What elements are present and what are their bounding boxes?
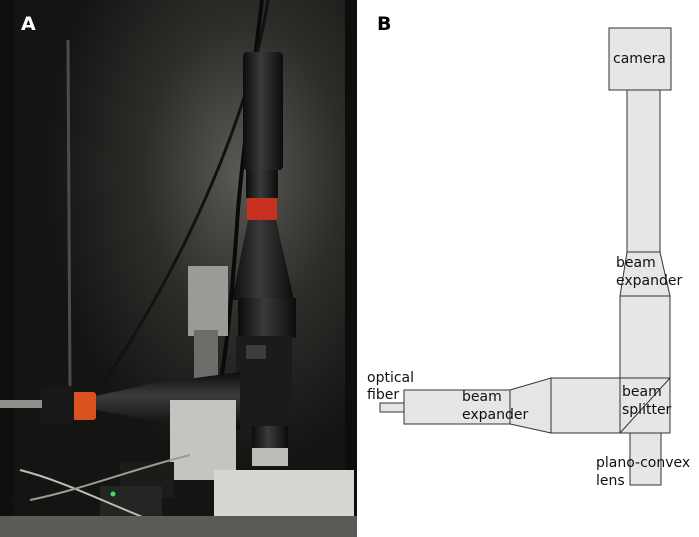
label-plano-convex-2: lens [596, 473, 625, 489]
camera-lens-ring [247, 198, 277, 220]
label-beam-splitter-1: beam [622, 384, 662, 400]
camera-tube-box [626, 89, 661, 253]
mount-post [194, 330, 218, 380]
panel-letter-a: A [21, 13, 36, 35]
label-beam-expander-left-1: beam [462, 389, 502, 405]
camera-box [608, 27, 672, 91]
horizontal-lens-ring [72, 392, 96, 420]
wall-left-frame [0, 0, 14, 537]
lower-lens-ring [252, 448, 288, 466]
label-beam-expander-left-2: expander [462, 407, 528, 423]
splitter-diagonal [619, 377, 671, 434]
left-tube-box [403, 389, 511, 425]
fiber-mount [40, 386, 74, 424]
beam-splitter-box [550, 377, 671, 434]
label-camera: camera [613, 51, 666, 67]
label-plano-convex-1: plano-convex [596, 455, 690, 471]
camera-tube [246, 170, 278, 198]
fiber-connector [0, 400, 42, 408]
splitter-highlight [246, 345, 266, 359]
left-beam-expander [509, 377, 552, 434]
vertical-expander-base [238, 298, 296, 338]
cable-bottom [19, 469, 151, 521]
plano-convex-lens-box [629, 432, 662, 486]
stage-block [170, 400, 236, 480]
floor-strip [0, 516, 357, 537]
optical-schematic: camera beam expander optical fiber beam … [367, 27, 690, 489]
status-led [110, 491, 116, 497]
label-beam-expander-top-1: beam [616, 255, 656, 271]
mount-plate [188, 266, 228, 336]
cable-left [66, 39, 72, 391]
label-beam-splitter-2: splitter [622, 402, 672, 418]
label-optical-fiber-2: fiber [367, 387, 399, 403]
setup-photograph [0, 0, 357, 537]
panel-letter-b: B [377, 13, 392, 35]
wall-right-frame [345, 0, 357, 537]
label-optical-fiber-1: optical [367, 370, 414, 386]
camera-body [243, 52, 283, 170]
cable-bottom-2 [29, 454, 191, 501]
vertical-expander [232, 220, 294, 300]
label-beam-expander-top-2: expander [616, 273, 682, 289]
optical-fiber-box [379, 402, 405, 413]
vertical-main-tube [619, 295, 671, 379]
